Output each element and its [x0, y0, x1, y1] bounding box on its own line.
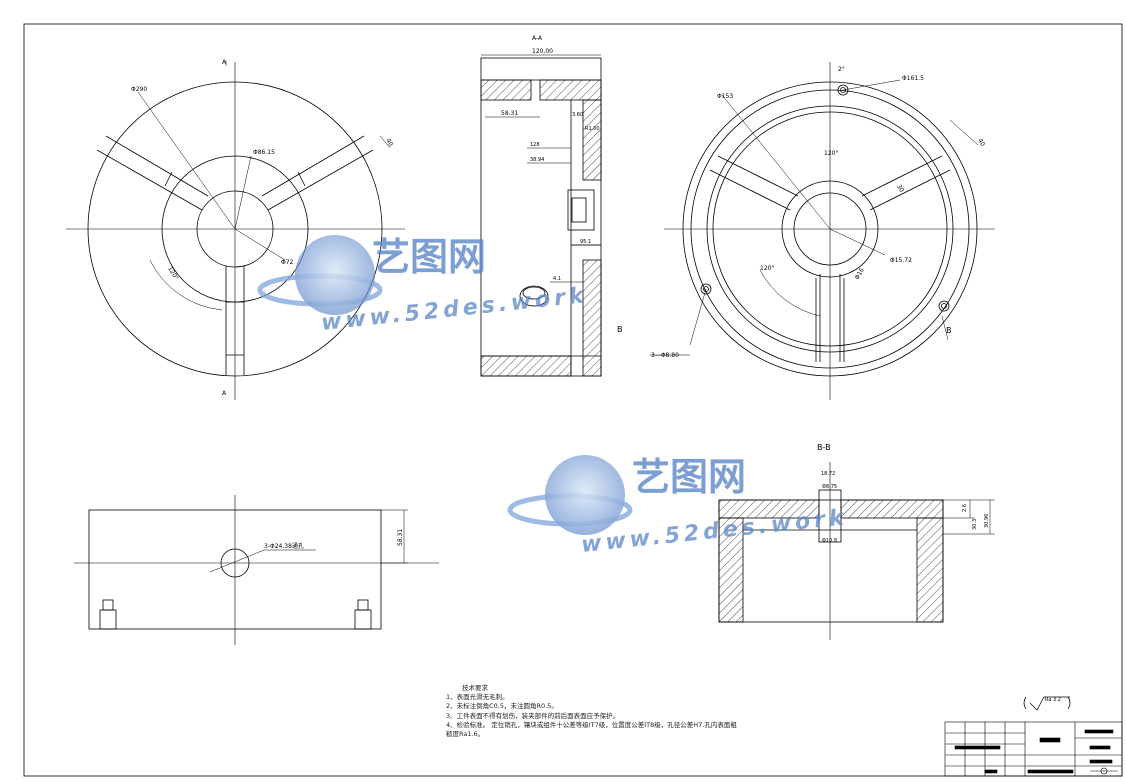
dim-aa-951: 95.1 [580, 239, 591, 245]
dim-bb-303: 30.3 [972, 519, 978, 530]
dim-bb-top: 18.72 [821, 471, 835, 477]
section-bb-label: B-B [817, 443, 831, 452]
dim-aa-step: 3.60 [572, 112, 583, 118]
dim-front-angle: 120° [166, 266, 179, 282]
dim-right-hub-outer: Φ15.72 [890, 257, 912, 264]
front-view [66, 60, 405, 400]
dim-bb-3096: 30.96 [984, 514, 990, 528]
dim-aa-width: 120.00 [532, 48, 553, 55]
section-aa-label: A-A [532, 35, 543, 42]
section-bb-view [718, 462, 995, 640]
dim-front-outer-dia: Φ290 [131, 86, 147, 93]
dim-aa-3894: 38.94 [530, 157, 544, 163]
watermark-brand-bottom: 艺图网 [632, 455, 746, 499]
cut-label-a-bottom: A [222, 390, 227, 397]
dim-aa-41: 4.1 [553, 276, 561, 282]
dim-right-outer-dia: Φ153 [717, 93, 733, 100]
dim-right-bolt-circle: Φ161.5 [902, 75, 924, 82]
right-view [650, 62, 995, 400]
dim-bb-bore-bottom: Φ10.8 [822, 538, 837, 544]
tech-requirement-line-2: 2、未标注倒角C0.5，未注圆角R0.5。 [446, 702, 558, 711]
watermark-logo-bottom [507, 455, 633, 535]
dim-front-hub-dia: Φ72 [281, 259, 294, 266]
tech-requirement-line-4: 4、检验标准。 定位销孔，镶块或组件十公差等级IT7级，位置度公差IT8级，孔径… [446, 720, 737, 729]
dim-aa-128: 128 [530, 142, 540, 148]
tech-requirements-title: 技术要求 [462, 684, 488, 692]
dim-right-30: 30 [895, 184, 905, 194]
cut-label-a-top: A [222, 59, 227, 66]
dim-right-hub: Φ16 [854, 267, 866, 281]
dim-bb-bore: Φ8.75 [822, 484, 837, 490]
dim-right-angle-lower: 120° [760, 265, 774, 272]
roughness-symbol [1023, 696, 1071, 711]
dim-aa-radius: R1.00 [585, 126, 600, 132]
dim-bottom-holes: 3-Φ24.38通孔 [264, 542, 304, 550]
title-block [944, 721, 1123, 777]
tech-requirement-line-5: 糙度Ra1.6。 [446, 730, 485, 739]
dim-front-inner-dia: Φ86.15 [253, 149, 275, 156]
dim-right-angle-120: 120° [824, 150, 838, 157]
watermark-logo-top [257, 235, 383, 315]
section-aa-view [480, 54, 602, 377]
tech-requirements: 技术要求 1、表面光滑无毛刺。 2、未标注倒角C0.5，未注圆角R0.5。 3、… [446, 684, 737, 739]
tech-requirement-line-1: 1、表面光滑无毛刺。 [446, 693, 509, 702]
cut-label-b-right: B [946, 326, 952, 335]
sheet-border [23, 23, 1123, 777]
dim-front-slot-width: 40 [384, 138, 394, 148]
dim-bb-26: 2.6 [962, 504, 968, 512]
dim-right-40: 40 [976, 138, 986, 148]
dim-right-angle-2: 2° [838, 66, 845, 73]
roughness-value: Ra 3.2 [1045, 697, 1061, 703]
watermark-brand-top: 艺图网 [372, 235, 486, 279]
bottom-view [74, 495, 439, 645]
dim-bottom-height: 58.31 [397, 529, 404, 546]
dim-aa-depth: 58.31 [501, 110, 518, 117]
cut-label-b-left: B [617, 325, 623, 334]
tech-requirement-line-3: 3、工件表面不得有划伤，装夹部件的前后面表面应予保护。 [446, 711, 620, 720]
dim-right-bolt-holes: 3—Φ8.80 [651, 352, 679, 359]
